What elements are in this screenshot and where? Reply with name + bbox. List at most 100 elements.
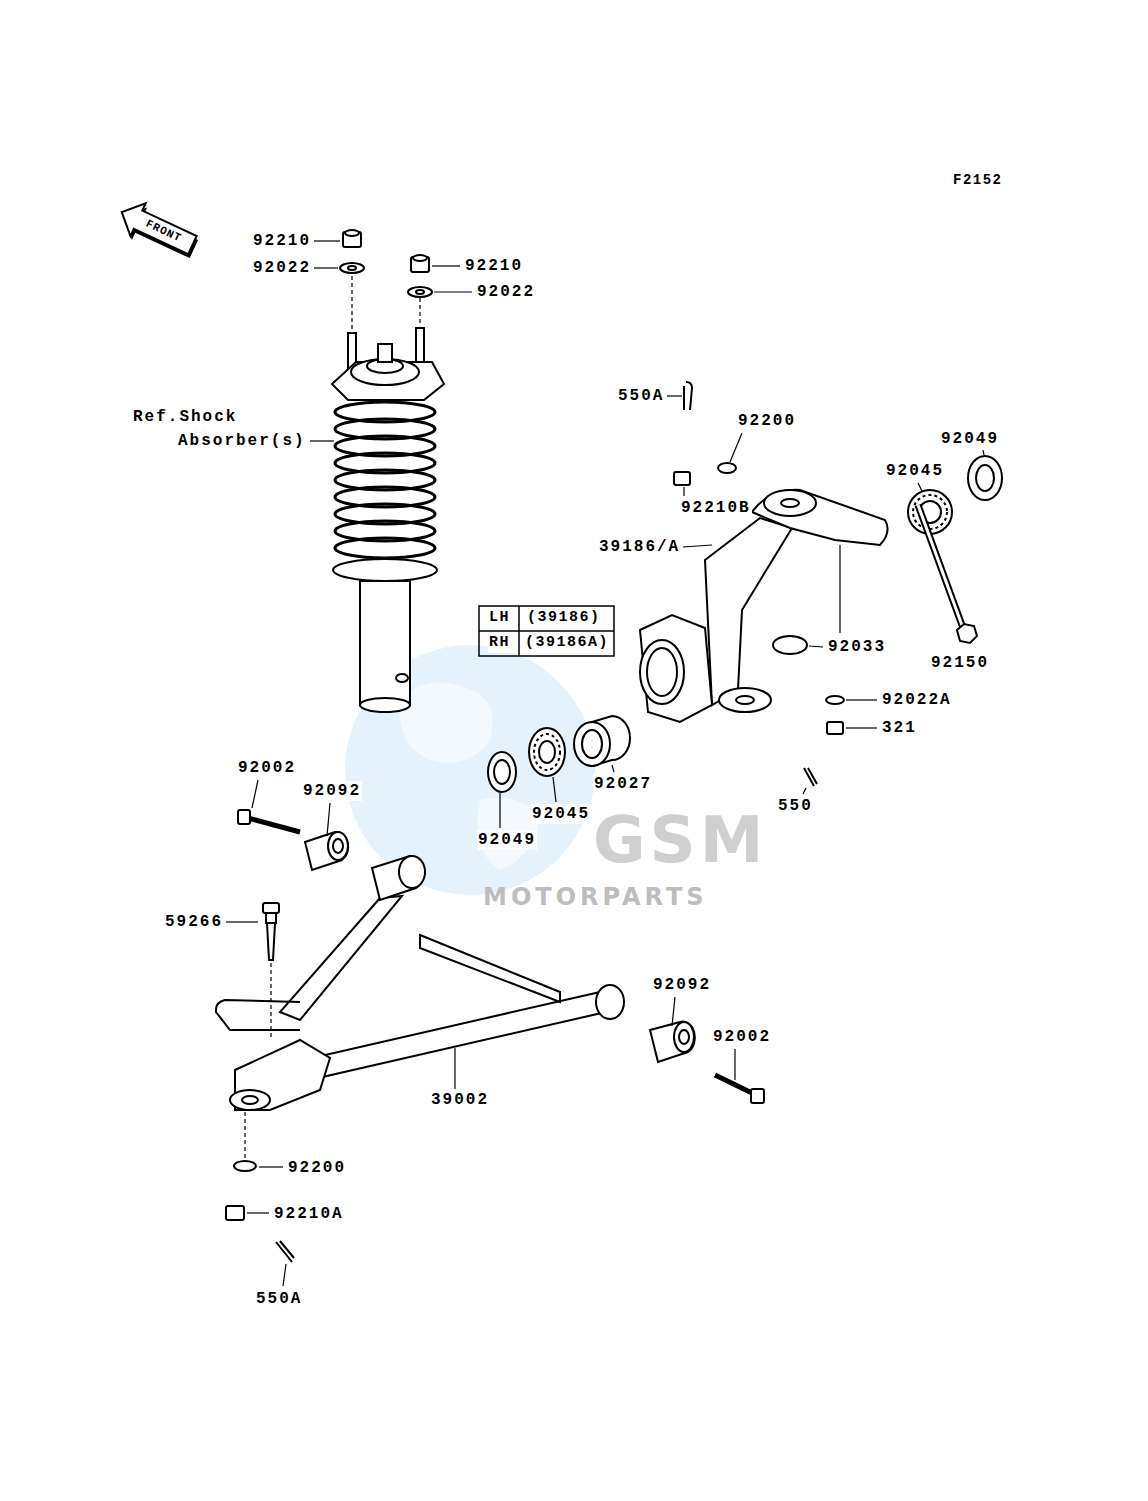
direction-arrow: FRONT [115,188,201,270]
leader-lines [244,1112,245,1158]
knuckle-hardware [674,472,690,485]
steering-knuckle [752,490,888,545]
watermark-text: GSM [592,808,768,872]
leader-lines [454,1048,455,1089]
steering-knuckle [640,615,712,722]
steering-knuckle [719,688,771,712]
callout-number: 39002 [430,1090,490,1110]
callout-number: 550 [777,796,814,816]
steering-knuckle [705,518,792,705]
knuckle-hardware [957,624,977,643]
leader-lines [839,545,840,633]
callout-number: 92049 [477,830,537,850]
table-cell: RH [488,633,511,653]
leader-lines [310,440,334,441]
shock-hardware [413,255,427,261]
leader-lines [314,240,340,241]
knuckle-hardware [534,734,560,770]
a-arm-hardware [226,810,764,1262]
table-grid [479,606,614,656]
a-arm-hardware [276,1241,294,1262]
leader-lines [247,1212,269,1213]
leader-lines [734,1049,735,1080]
a-arm-hardware [333,839,343,853]
callout-number: 92210 [464,256,524,276]
knuckle-hardware [718,463,736,473]
null [335,402,435,558]
callout-number: 92210 [252,231,312,251]
leader-lines [314,267,338,268]
steering-knuckle [781,499,799,507]
a-arm-hardware [715,1075,752,1093]
shock-absorber [396,674,408,682]
knuckle-hardware [494,760,510,784]
callout-number: 321 [881,718,918,738]
callout-number: 92200 [737,411,797,431]
leader-lines [809,646,823,647]
steering-knuckle [773,636,807,654]
shock-absorber [360,581,410,705]
watermark-globe [399,682,492,763]
callout-number: 550A [255,1289,303,1309]
arrow-body [115,196,200,262]
callout-number: 39186/A [598,537,681,557]
callout-number: 92045 [885,461,945,481]
null [335,538,435,558]
callout-number: 92002 [712,1027,772,1047]
a-arm-hardware [266,913,276,923]
knuckle-hardware [908,490,952,534]
callout-number: 92092 [302,781,362,801]
leader-lines [672,997,675,1026]
leader-lines [259,1166,283,1167]
a-arm-hardware [238,810,250,824]
knuckle-hardware [804,768,817,786]
shock-hardware [345,230,359,236]
shock-absorber [378,344,392,362]
callout-number: 92022 [476,282,536,302]
leader-lines [730,433,742,462]
steering-knuckle [640,490,888,722]
table-cell: (39186) [526,608,602,628]
a-arm-hardware [751,1089,764,1103]
leader-lines [683,487,684,496]
leader-lines [226,241,984,1286]
steering-knuckle [764,490,816,516]
knuckle-hardware [826,696,844,704]
a-arm [216,1000,300,1030]
a-arm-hardware [248,818,300,832]
leader-lines [846,699,877,700]
knuckle-hardware [582,730,602,758]
steering-knuckle [640,640,684,704]
table-grid [479,630,614,632]
a-arm-hardware [234,1161,256,1171]
part-reference: Ref.Shock Absorber(s) [133,405,314,453]
callout-number: 92022A [881,690,953,710]
leader-lines [846,727,877,728]
knuckle-hardware [827,722,843,734]
callout-number: 92200 [287,1158,347,1178]
knuckle-hardware [539,741,555,763]
leader-lines [432,265,460,266]
leader-lines [226,921,258,922]
leader-lines [419,298,420,326]
leader-lines [803,788,806,794]
leader-lines [283,1264,286,1286]
callout-number: 92210B [680,498,752,518]
leader-lines [434,291,472,292]
callout-number: 550A [617,386,665,406]
callout-number: 92045 [531,804,591,824]
callout-number: 92027 [593,774,653,794]
knuckle-hardware [918,505,963,628]
a-arm-hardware [263,903,279,913]
a-arm [242,1096,258,1104]
callout-number: 59266 [164,912,224,932]
a-arm-hardware [328,832,348,860]
a-arm [312,992,606,1078]
knuckle-hardware [684,382,692,410]
knuckle-hardware [574,722,610,766]
a-arm-hardware [267,923,275,960]
a-arm-hardware [305,832,348,870]
knuckle-hardware [976,465,994,491]
callout-number: 92049 [940,429,1000,449]
